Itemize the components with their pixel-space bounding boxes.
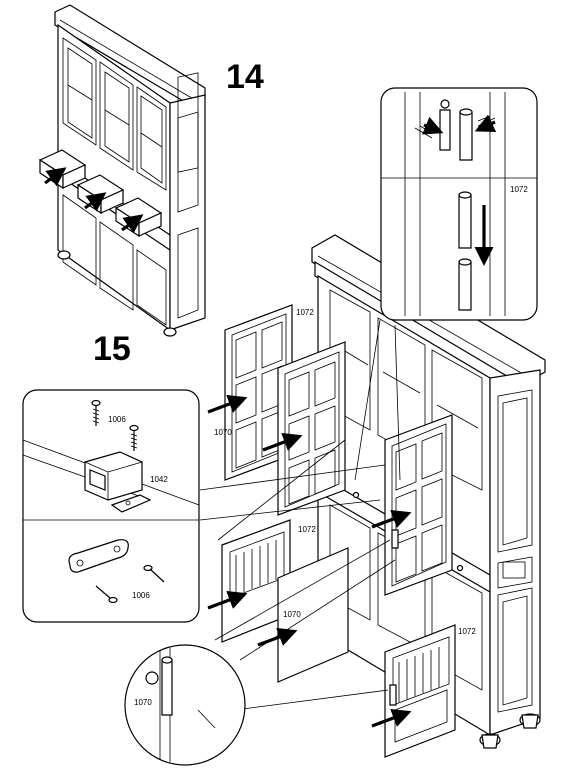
label-door-top-right: 1072 (296, 308, 314, 317)
arrow-icon (371, 708, 412, 728)
hinge-detail-circle (124, 644, 246, 766)
label-screw-bottom: 1006 (132, 591, 150, 600)
step-number-15: 15 (93, 330, 131, 368)
arrow-icon (207, 590, 248, 610)
hinge-detail-box (380, 87, 538, 321)
step-14-illustration (38, 4, 206, 337)
screw-icon (143, 564, 165, 583)
glass-door-upper-left (224, 304, 293, 481)
arrow-icon (121, 214, 144, 234)
arrow-icon (371, 509, 412, 529)
label-door-bottom-right: 1072 (458, 627, 476, 636)
magnetic-catch-icon (84, 451, 152, 513)
catch-detail-box (22, 389, 200, 623)
strike-plate-icon (68, 539, 129, 573)
label-hinge-detail: 1070 (134, 698, 152, 707)
arrow-icon (257, 627, 298, 647)
label-screw-top: 1006 (108, 415, 126, 424)
label-door-mid: 1072 (298, 525, 316, 534)
label-hinge-pin: 1072 (510, 185, 528, 194)
label-door-bottom-mid: 1070 (283, 610, 301, 619)
hinge-pin-icon (458, 191, 472, 311)
arrow-icon (207, 394, 248, 414)
screw-icon (91, 399, 101, 426)
arrow-icon (84, 192, 107, 212)
arrow-icon (421, 116, 444, 135)
step-number-14: 14 (226, 58, 264, 96)
screw-icon (95, 585, 118, 604)
callout-leader-lines (199, 319, 401, 711)
label-door-top-left: 1070 (214, 428, 232, 437)
arrow-icon (262, 432, 303, 452)
arrow-icon (44, 167, 67, 187)
label-catch: 1042 (150, 475, 168, 484)
arrow-icon (474, 114, 497, 133)
hinge-pin-icon (145, 656, 173, 716)
glass-door-upper-mid (277, 341, 346, 516)
plain-door-lower-mid (277, 547, 349, 683)
screw-icon (129, 424, 139, 451)
glass-door-upper-right (384, 414, 453, 596)
